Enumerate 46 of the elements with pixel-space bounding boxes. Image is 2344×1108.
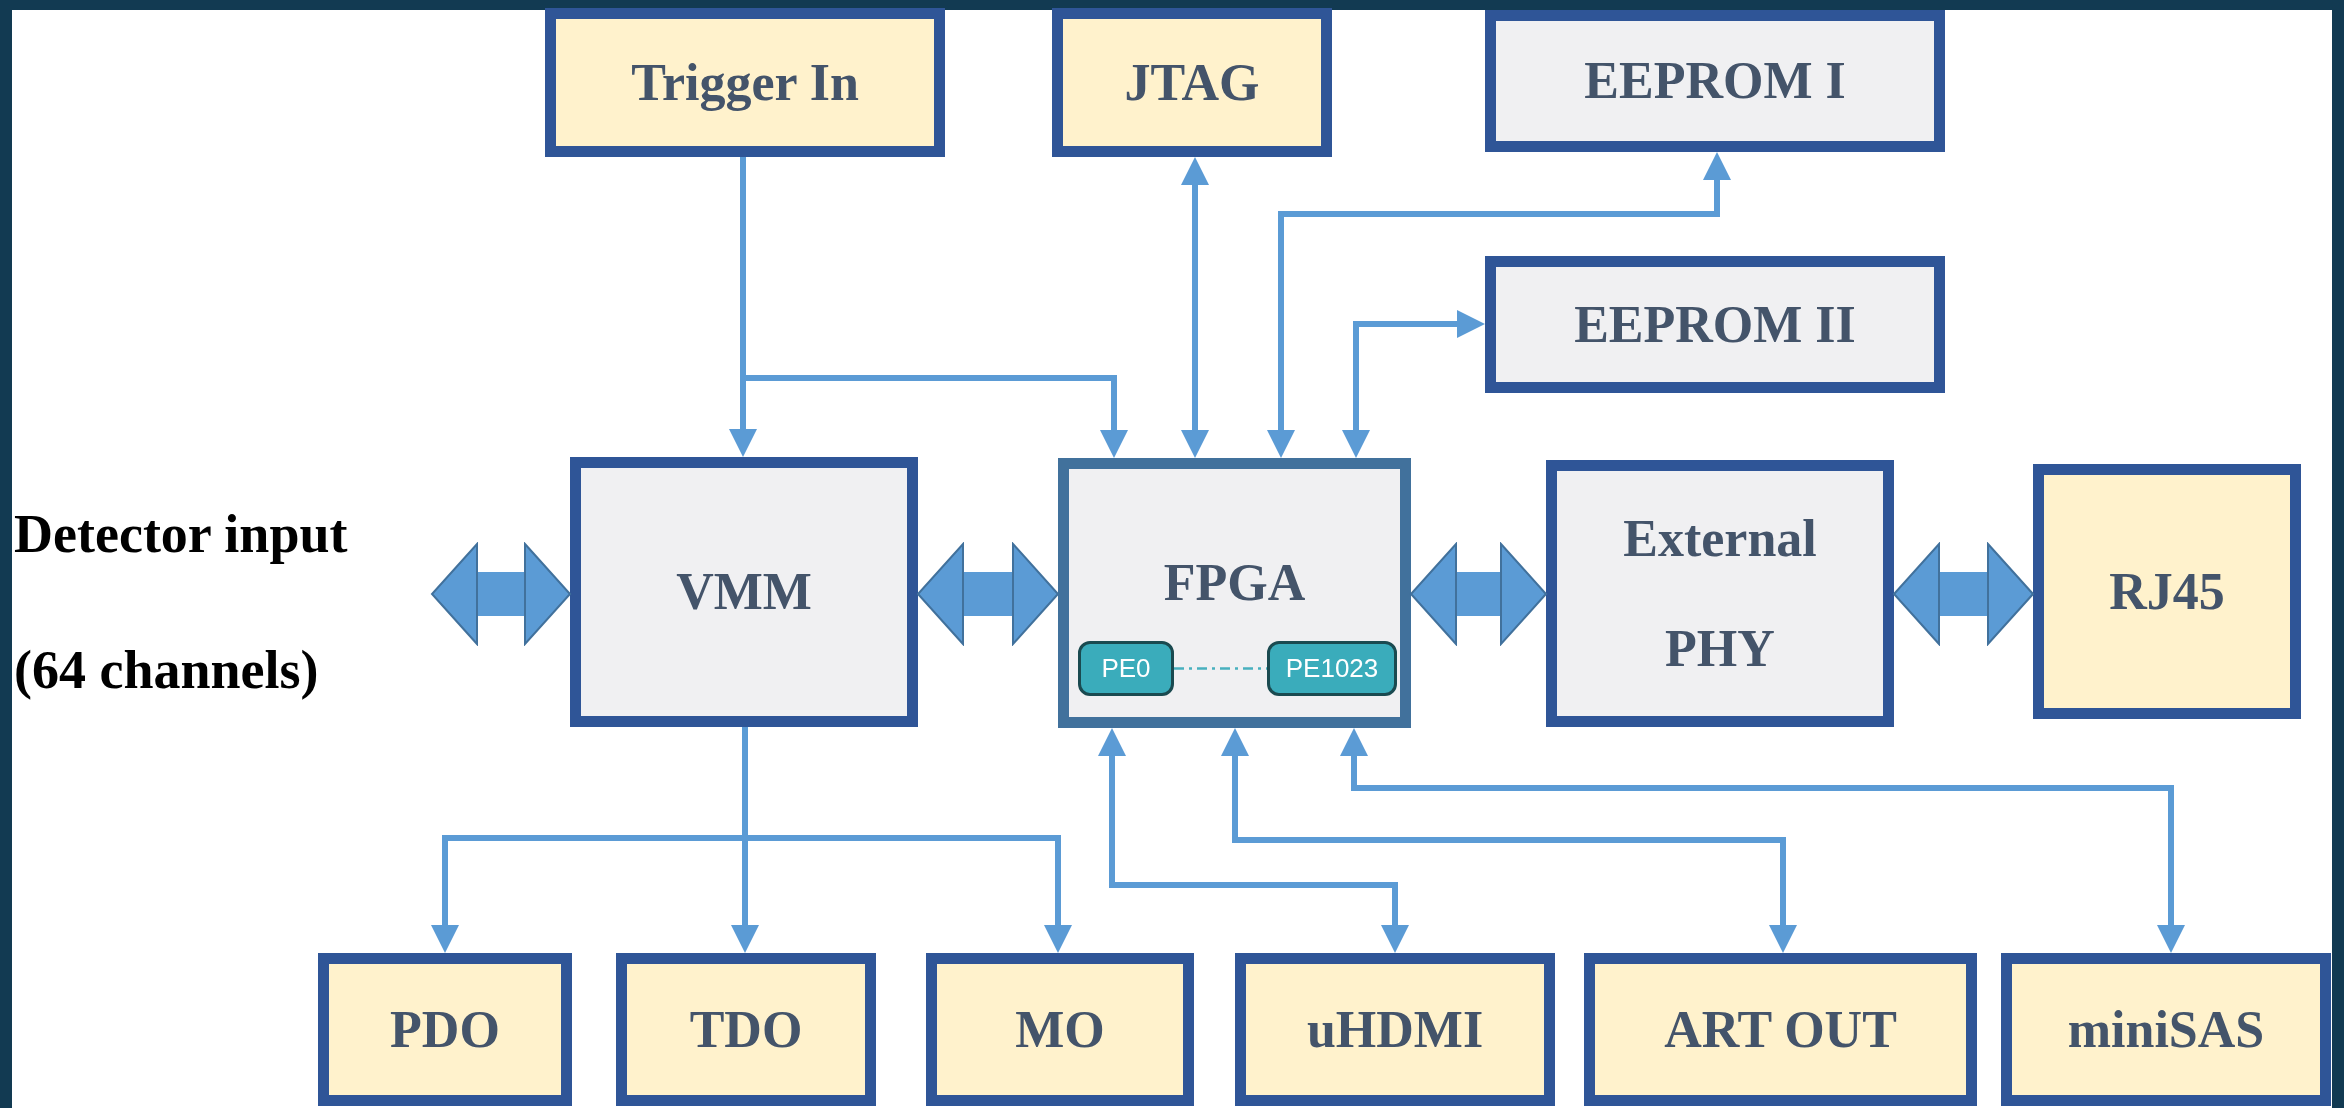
block-box (2001, 953, 2331, 1106)
connector-line (1174, 667, 1267, 670)
block-box (570, 457, 918, 727)
block-label: TDO (689, 1000, 803, 1059)
double-arrow (917, 543, 1059, 645)
block-label: EEPROM II (1574, 295, 1856, 354)
block-label: uHDMI (1306, 1000, 1484, 1059)
processing-element-box (1078, 641, 1174, 696)
input-label: (64 channels) (14, 640, 319, 700)
block-label: VMM (676, 563, 812, 621)
block-label: External PHY (1622, 509, 1818, 679)
block-label: MO (1015, 1000, 1105, 1059)
block-label: JTAG (1124, 53, 1260, 112)
block-box (1058, 458, 1411, 728)
block-box (926, 953, 1194, 1106)
double-arrow (1893, 543, 2034, 645)
arrow (740, 157, 1128, 458)
block-label: FPGA (1163, 554, 1306, 612)
block-box (1546, 460, 1894, 727)
arrow (1098, 728, 1409, 953)
double-arrow (1410, 543, 1547, 645)
block-box (545, 8, 945, 157)
block-label: RJ45 (2109, 562, 2225, 621)
block-label: PE1023 (1285, 653, 1379, 684)
arrow (1340, 728, 2185, 953)
input-label: Detector input (14, 505, 348, 565)
block-label: Trigger In (631, 53, 859, 112)
block-box (2033, 464, 2301, 719)
block-box (1485, 10, 1945, 152)
block-box (616, 953, 876, 1106)
arrow (1181, 157, 1209, 458)
block-box (1235, 953, 1555, 1106)
double-arrow (431, 543, 571, 645)
block-box (1584, 953, 1977, 1106)
block-label: PE0 (1101, 653, 1151, 684)
block-label: ART OUT (1664, 1000, 1897, 1059)
arrow (1221, 728, 1797, 953)
processing-element-box (1267, 641, 1397, 696)
block-label: PDO (390, 1000, 500, 1059)
block-label: EEPROM I (1584, 52, 1846, 110)
block-label: miniSAS (2067, 1000, 2265, 1059)
block-box (318, 953, 572, 1106)
block-box (1052, 8, 1332, 157)
arrow (1342, 310, 1485, 458)
block-box (1485, 256, 1945, 393)
arrow (1267, 152, 1731, 458)
